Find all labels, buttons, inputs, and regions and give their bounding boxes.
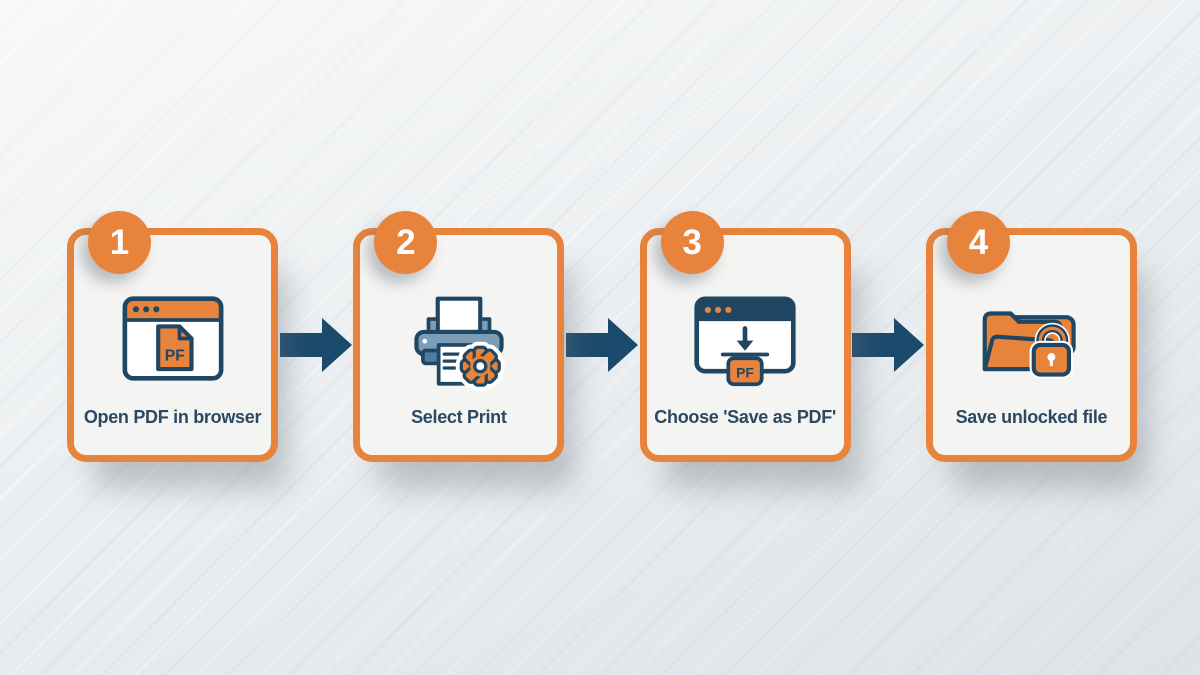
step-number: 1 xyxy=(109,223,130,262)
step-label: Choose 'Save as PDF' xyxy=(654,407,836,427)
lock-glyph xyxy=(1030,322,1074,379)
step-card-3: 3 PF xyxy=(639,211,851,462)
svg-text:PF: PF xyxy=(736,365,754,381)
step-label: Save unlocked file xyxy=(955,407,1108,427)
arrow-icon xyxy=(565,315,638,375)
step-card-4: 4 xyxy=(925,211,1137,462)
browser-download-icon: PF xyxy=(693,295,797,388)
step-card-1: 1 PF Open PDF in b xyxy=(67,211,278,462)
pdf-file-glyph: PF xyxy=(155,324,194,372)
arrow-icon xyxy=(852,315,925,375)
step-number: 4 xyxy=(968,223,989,262)
step-card-2: 2 xyxy=(353,211,565,462)
svg-text:PF: PF xyxy=(164,348,184,365)
gear-glyph xyxy=(455,341,505,391)
pdf-badge-glyph: PF xyxy=(726,356,764,387)
step-label: Open PDF in browser xyxy=(83,407,262,427)
step-number: 3 xyxy=(682,223,702,262)
download-arrow-glyph xyxy=(720,326,770,357)
step-number-badge: 2 xyxy=(374,211,438,274)
step-number-badge: 1 xyxy=(88,211,151,274)
arrow-icon xyxy=(279,315,352,375)
printer-gear-icon xyxy=(407,295,511,393)
folder-lock-icon xyxy=(979,295,1083,382)
step-number: 2 xyxy=(396,223,416,262)
step-number-badge: 4 xyxy=(946,211,1010,274)
steps-flow: 1 PF Open PDF in b xyxy=(67,211,1137,462)
step-label: Select Print xyxy=(411,407,507,427)
browser-pdf-icon: PF xyxy=(121,295,225,382)
step-number-badge: 3 xyxy=(660,211,724,274)
